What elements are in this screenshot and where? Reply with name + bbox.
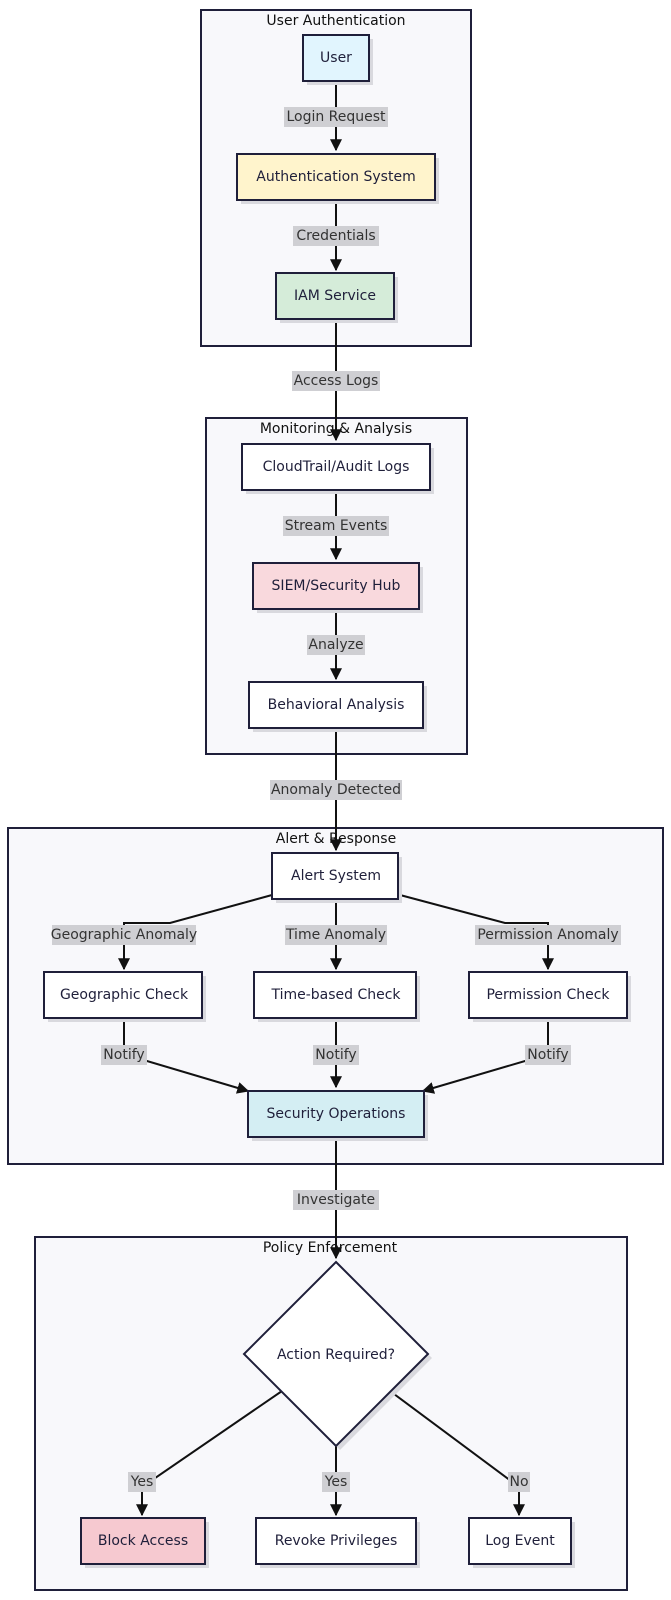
edge-label-time-anomaly: Time Anomaly — [285, 925, 387, 945]
edge-label-no-log: No — [508, 1472, 530, 1492]
node-label: Geographic Check — [60, 987, 189, 1003]
node-block-access[interactable]: Block Access — [80, 1517, 209, 1568]
edge-label-login-request: Login Request — [284, 107, 388, 127]
edge-label-notify-geo: Notify — [101, 1045, 147, 1065]
node-label: Behavioral Analysis — [268, 697, 405, 713]
edge-label-perm-anomaly: Permission Anomaly — [475, 925, 621, 945]
edge-label-text: Notify — [103, 1047, 144, 1063]
edge-label-geo-anomaly: Geographic Anomaly — [51, 925, 197, 945]
node-label: Block Access — [98, 1533, 188, 1549]
edge-label-text: Analyze — [308, 637, 363, 653]
edge-label-analyze: Analyze — [307, 635, 365, 655]
edge-label-text: Anomaly Detected — [271, 782, 401, 798]
node-label: Security Operations — [267, 1106, 406, 1122]
edge-label-yes-revoke: Yes — [322, 1472, 350, 1492]
node-label: Log Event — [485, 1533, 555, 1549]
node-iam-service[interactable]: IAM Service — [275, 272, 398, 323]
edge-labels: Login Request Credentials Access Logs St… — [51, 107, 621, 1492]
node-label: Authentication System — [256, 169, 415, 185]
node-permission-check[interactable]: Permission Check — [468, 971, 631, 1022]
edge-label-access-logs: Access Logs — [292, 371, 380, 391]
node-label: Action Required? — [277, 1347, 395, 1363]
node-cloudtrail-audit-logs[interactable]: CloudTrail/Audit Logs — [241, 443, 434, 494]
node-label: Time-based Check — [270, 987, 401, 1003]
node-security-operations[interactable]: Security Operations — [247, 1090, 428, 1141]
node-geographic-check[interactable]: Geographic Check — [43, 971, 206, 1022]
node-label: Alert System — [291, 868, 381, 884]
cluster-title-policy: Policy Enforcement — [263, 1240, 398, 1256]
edge-label-text: Access Logs — [294, 373, 379, 389]
node-action-required-decision[interactable]: Action Required? — [242, 1260, 432, 1450]
node-revoke-privileges[interactable]: Revoke Privileges — [255, 1517, 420, 1568]
edge-label-text: Notify — [315, 1047, 356, 1063]
node-label: Permission Check — [486, 987, 610, 1003]
edge-label-text: Yes — [324, 1474, 348, 1490]
edge-label-text: Login Request — [286, 109, 386, 125]
cluster-title-auth: User Authentication — [266, 13, 405, 29]
edge-label-text: Geographic Anomaly — [51, 927, 197, 943]
edge-label-text: Yes — [130, 1474, 154, 1490]
node-alert-system[interactable]: Alert System — [271, 852, 402, 903]
edge-label-yes-block: Yes — [128, 1472, 156, 1492]
edge-alert-geo — [118, 894, 273, 971]
edge-label-notify-perm: Notify — [525, 1045, 571, 1065]
edge-label-anomaly-detected: Anomaly Detected — [270, 780, 402, 800]
edge-label-text: Credentials — [296, 228, 375, 244]
node-label: Revoke Privileges — [275, 1533, 398, 1549]
node-label: User — [320, 50, 352, 66]
node-label: IAM Service — [294, 288, 376, 304]
node-behavioral-analysis[interactable]: Behavioral Analysis — [248, 681, 427, 732]
node-time-based-check[interactable]: Time-based Check — [253, 971, 420, 1022]
node-authentication-system[interactable]: Authentication System — [236, 153, 439, 204]
node-log-event[interactable]: Log Event — [468, 1517, 575, 1568]
edge-label-text: Notify — [527, 1047, 568, 1063]
edge-label-text: Stream Events — [285, 518, 388, 534]
node-label: CloudTrail/Audit Logs — [263, 459, 410, 475]
nodes: User Authentication System IAM Service C… — [43, 34, 631, 1568]
node-user[interactable]: User — [302, 34, 373, 85]
edge-label-text: Investigate — [297, 1192, 375, 1208]
edge-label-text: No — [509, 1474, 528, 1490]
edge-label-notify-time: Notify — [313, 1045, 359, 1065]
edge-label-stream-events: Stream Events — [283, 516, 389, 536]
edge-label-investigate: Investigate — [293, 1190, 379, 1210]
edge-alert-perm — [399, 894, 554, 971]
edge-label-credentials: Credentials — [293, 226, 379, 246]
node-siem-security-hub[interactable]: SIEM/Security Hub — [252, 562, 423, 613]
edge-label-text: Time Anomaly — [285, 927, 386, 943]
node-label: SIEM/Security Hub — [272, 578, 401, 594]
edge-label-text: Permission Anomaly — [477, 927, 618, 943]
